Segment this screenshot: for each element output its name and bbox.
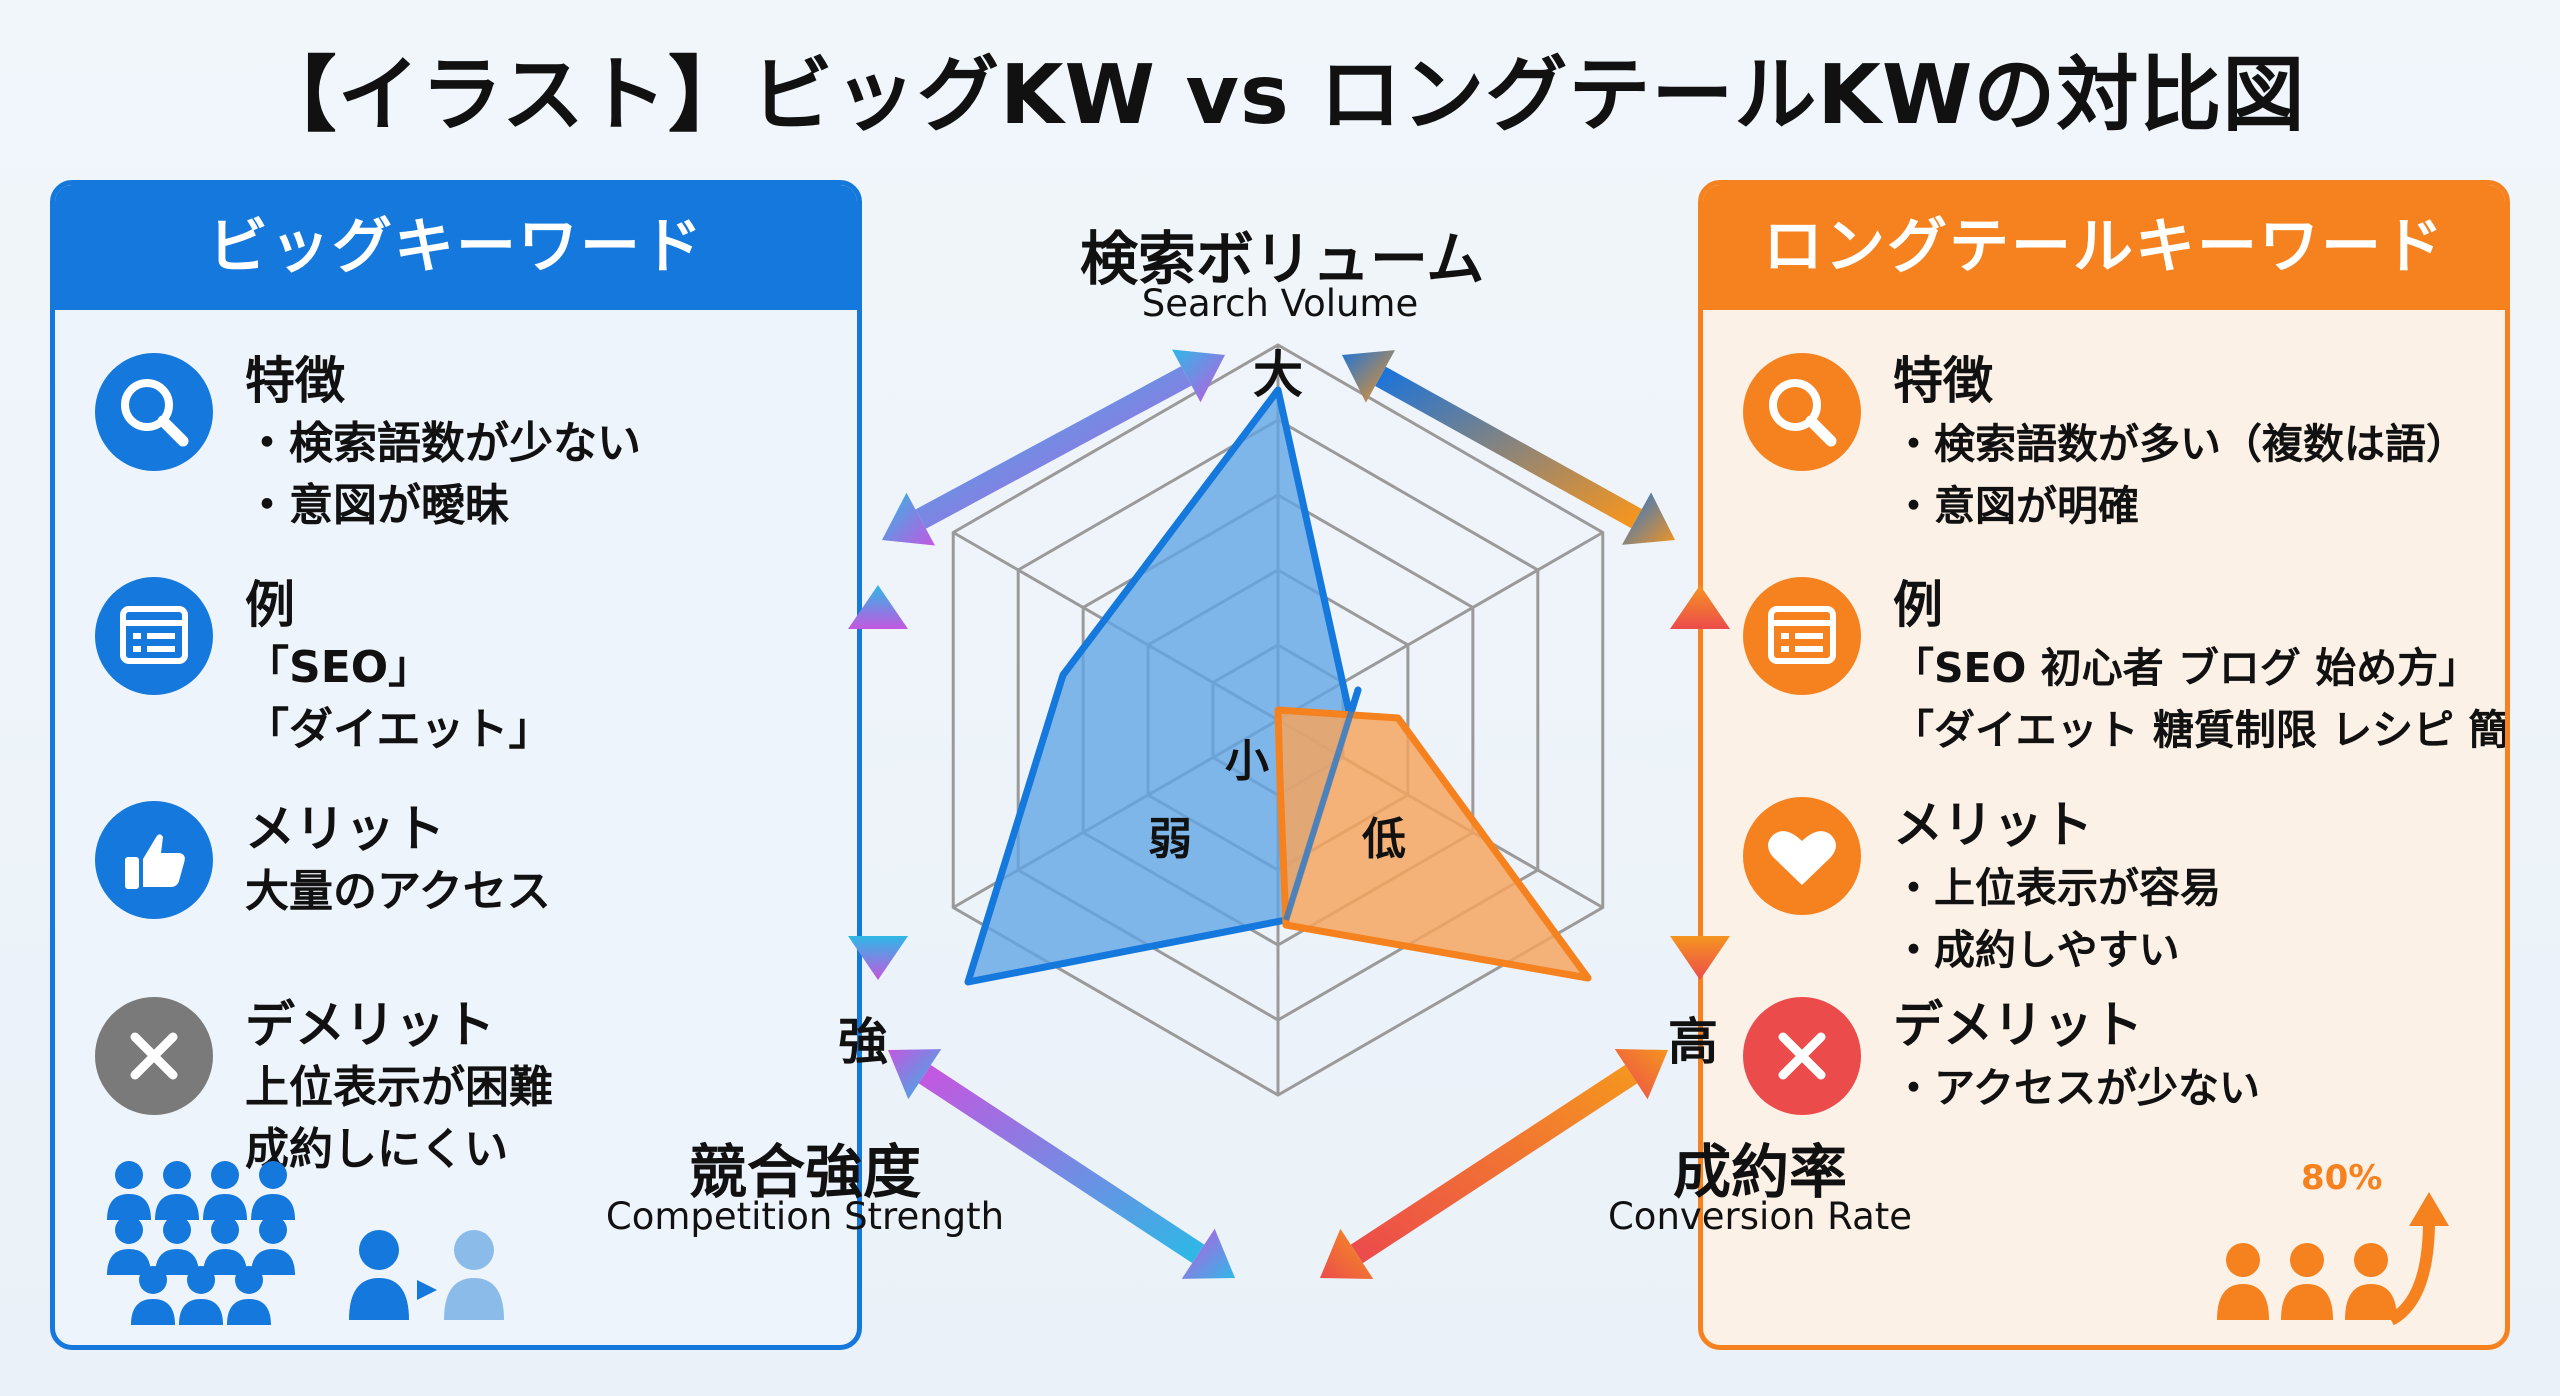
scale-label-conversion-low: 低 [1362,814,1406,865]
arrow-bottom-left [888,1049,1235,1279]
longtail-keyword-panel: ロングテールキーワード 特徴 ・検索語数が多い（複数は語） ・意図が明確 例 「… [1698,180,2510,1350]
big-keyword-panel: ビッグキーワード 特徴 ・検索語数が少ない ・意図が曖昧 例 「SEO」 「ダイ… [50,180,862,1350]
arrow-top-right [1342,350,1675,545]
close-icon [1743,997,1861,1115]
growth-people-icon: 80% [2203,1158,2463,1335]
series-big-edge [1283,689,1361,921]
arrow-right-head-end [1670,936,1730,980]
browser-list-icon [1743,577,1861,695]
scale-label-volume-low: 小 [1225,736,1269,787]
section-title: 特徴 [245,352,345,410]
search-icon [95,353,213,471]
section-line: ・検索語数が少ない [245,418,641,469]
arrow-top-left-head-end [882,492,935,546]
section-title: 特徴 [1893,352,1993,410]
scale-label-volume-high: 大 [1253,346,1303,404]
arrow-bottom-left-head-start [888,1049,942,1100]
section-title: デメリット [245,996,495,1054]
arrow-bottom-right-head-end [1320,1228,1374,1279]
scale-label-conversion-high: 高 [1668,1013,1718,1071]
heart-icon [1743,797,1861,915]
arrow-top-right-head-end [1621,492,1675,545]
section-line: ・意図が明確 [1893,482,2139,530]
series-longtail-area [1274,706,1592,982]
arrow-right-head-start [1670,585,1730,629]
arrow-left-head-end [848,936,908,980]
arrow-right [1670,585,1730,980]
section-line: ・意図が曖昧 [245,480,509,531]
section-line: 大量のアクセス [245,866,551,917]
big-keyword-header: ビッグキーワード [55,185,857,310]
axis-subtitle-search-volume: Search Volume [1141,282,1419,325]
section-title: 例 [245,576,295,634]
arrow-bottom-left-shaft [918,1064,1205,1264]
arrow-left-head-start [848,585,908,629]
arrow-bottom-right-head-start [1614,1049,1668,1100]
section-title: メリット [1893,796,2093,854]
arrow-top-left-head-start [1172,349,1225,403]
search-icon [1743,353,1861,471]
section-line: ・成約しやすい [1893,926,2180,974]
section-title: 例 [1893,576,1943,634]
arrow-left [848,585,908,980]
arrow-bottom-right [1320,1049,1668,1279]
arrow-bottom-left-head-end [1181,1228,1235,1279]
browser-list-icon [95,577,213,695]
scale-label-competition-low: 弱 [1148,814,1192,865]
section-line: 上位表示が困難 [245,1062,553,1113]
section-title: メリット [245,800,445,858]
section-line: ・検索語数が多い（複数は語） [1893,420,2467,468]
percent-label: 80% [2301,1158,2383,1198]
axis-subtitle-conversion-rate: Conversion Rate [1607,1195,1913,1238]
axis-title-search-volume: 検索ボリューム [1080,225,1485,293]
section-title: デメリット [1893,996,2143,1054]
section-line: 「SEO 初心者 ブログ 始め方」 [1893,644,2480,692]
arrow-top-right-shaft [1375,366,1642,529]
arrow-bottom-right-shaft [1350,1064,1638,1264]
thumbs-up-icon [95,801,213,919]
crowd-icon [107,1161,504,1325]
close-icon [95,997,213,1115]
arrow-top-right-head-start [1342,350,1396,403]
section-line: 「ダイエット」 [245,704,553,755]
axis-subtitle-competition-strength: Competition Strength [605,1195,1005,1238]
section-line: 「SEO」 [245,642,433,693]
axis-title-competition-strength: 競合強度 [688,1138,921,1206]
section-line: 成約しにくい [245,1124,509,1175]
arrow-top-left-shaft [915,366,1192,529]
section-line: ・アクセスが少ない [1893,1064,2260,1112]
axis-title-conversion-rate: 成約率 [1672,1138,1847,1206]
section-line: 「ダイエット 糖質制限 レシピ 簡単」 [1893,706,2510,754]
page-title: 【イラスト】ビッグKW vs ロングテールKWの対比図 [254,48,2306,143]
section-line: ・上位表示が容易 [1893,864,2221,912]
scale-label-competition-high: 強 [838,1013,888,1071]
arrow-top-left [882,349,1225,546]
longtail-keyword-header: ロングテールキーワード [1703,185,2505,310]
